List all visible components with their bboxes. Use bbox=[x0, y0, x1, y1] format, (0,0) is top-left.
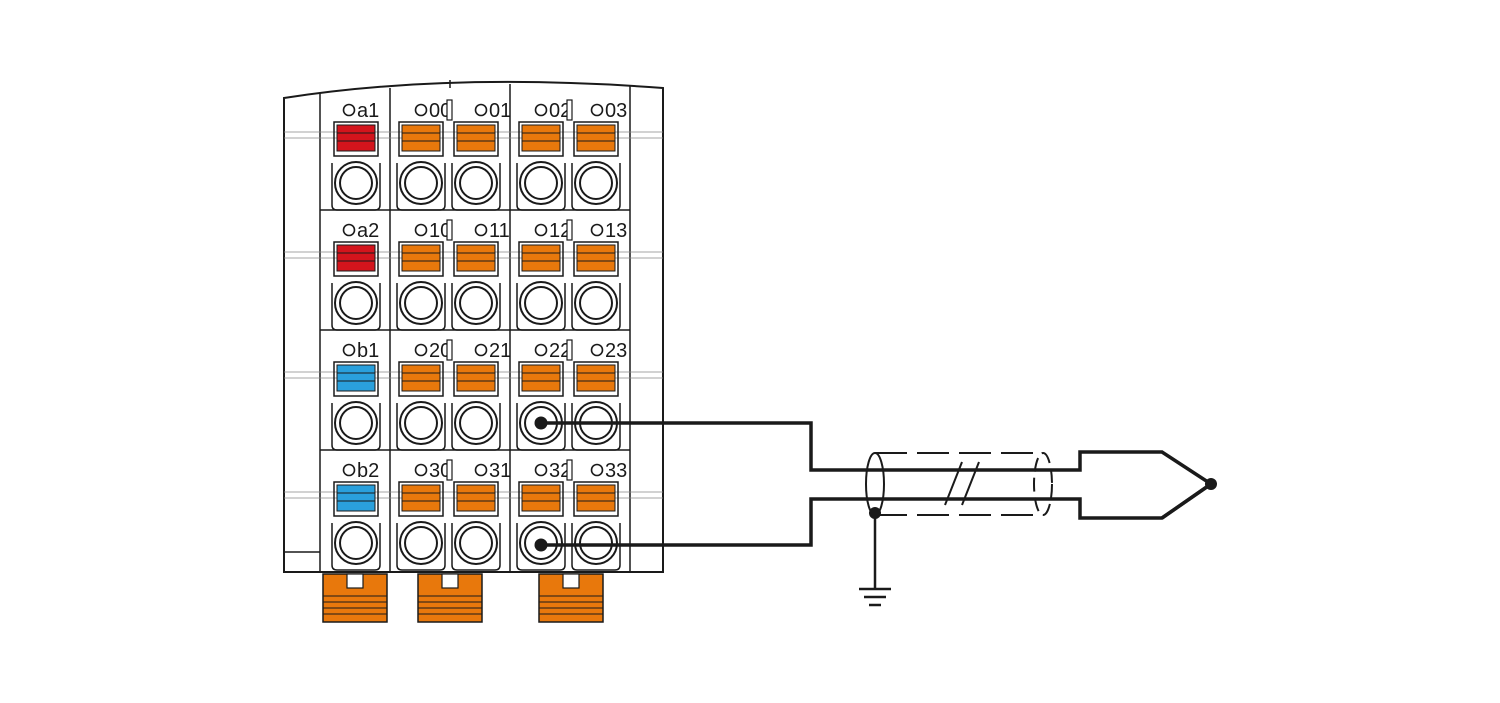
release-button-12[interactable] bbox=[521, 244, 561, 272]
svg-text:a1: a1 bbox=[357, 100, 379, 122]
svg-text:12: 12 bbox=[549, 220, 571, 242]
svg-text:10: 10 bbox=[429, 220, 451, 242]
terminal-label-12: 12 bbox=[534, 220, 571, 242]
release-button-30[interactable] bbox=[401, 484, 441, 512]
release-button-a1[interactable] bbox=[336, 124, 376, 152]
svg-text:33: 33 bbox=[605, 460, 627, 482]
terminal-label-21: 21 bbox=[474, 340, 511, 362]
svg-text:22: 22 bbox=[549, 340, 571, 362]
svg-text:13: 13 bbox=[605, 220, 627, 242]
release-button-11[interactable] bbox=[456, 244, 496, 272]
mounting-foot bbox=[538, 573, 604, 623]
mounting-foot bbox=[322, 573, 388, 623]
release-button-b1[interactable] bbox=[336, 364, 376, 392]
terminal-label-03: 03 bbox=[590, 100, 627, 122]
terminal-module-grid: a1 00 01 02 03 a2 10 11 12 13 b1 20 21 22 23 b2 30 31 32 33 bbox=[284, 99, 663, 571]
terminal-label-01: 01 bbox=[474, 100, 511, 122]
release-button-21[interactable] bbox=[456, 364, 496, 392]
terminal-label-a2: a2 bbox=[342, 220, 379, 242]
terminal-label-a1: a1 bbox=[342, 100, 379, 122]
thermocouple-junction-icon bbox=[1161, 482, 1212, 520]
wire-upper bbox=[541, 421, 1212, 486]
ground-icon bbox=[859, 587, 891, 607]
svg-text:a2: a2 bbox=[357, 220, 379, 242]
terminal-label-b2: b2 bbox=[342, 460, 379, 482]
terminal-22-connection-dot bbox=[534, 416, 548, 430]
svg-text:03: 03 bbox=[605, 100, 627, 122]
svg-text:20: 20 bbox=[429, 340, 451, 362]
terminal-block-housing bbox=[283, 80, 664, 573]
terminal-32-connection-dot bbox=[534, 538, 548, 552]
release-button-03[interactable] bbox=[576, 124, 616, 152]
release-button-10[interactable] bbox=[401, 244, 441, 272]
svg-text:21: 21 bbox=[489, 340, 511, 362]
svg-text:11: 11 bbox=[489, 220, 510, 242]
mounting-foot bbox=[417, 573, 483, 623]
terminal-label-23: 23 bbox=[590, 340, 627, 362]
release-button-a2[interactable] bbox=[336, 244, 376, 272]
release-button-23[interactable] bbox=[576, 364, 616, 392]
sensor-wiring bbox=[534, 416, 1217, 552]
release-button-13[interactable] bbox=[576, 244, 616, 272]
release-button-22[interactable] bbox=[521, 364, 561, 392]
terminal-label-20: 20 bbox=[414, 340, 451, 362]
release-button-b2[interactable] bbox=[336, 484, 376, 512]
svg-text:01: 01 bbox=[489, 100, 511, 122]
terminal-label-33: 33 bbox=[590, 460, 627, 482]
svg-text:02: 02 bbox=[549, 100, 571, 122]
terminal-label-00: 00 bbox=[414, 100, 451, 122]
svg-text:b1: b1 bbox=[357, 340, 379, 362]
release-button-32[interactable] bbox=[521, 484, 561, 512]
svg-text:00: 00 bbox=[429, 100, 451, 122]
svg-text:23: 23 bbox=[605, 340, 627, 362]
terminal-label-32: 32 bbox=[534, 460, 571, 482]
terminal-label-30: 30 bbox=[414, 460, 451, 482]
release-button-31[interactable] bbox=[456, 484, 496, 512]
junction-dot bbox=[1205, 478, 1217, 490]
release-button-01[interactable] bbox=[456, 124, 496, 152]
mounting-feet bbox=[322, 573, 604, 623]
terminal-label-31: 31 bbox=[474, 460, 511, 482]
terminal-label-22: 22 bbox=[534, 340, 571, 362]
terminal-label-02: 02 bbox=[534, 100, 571, 122]
terminal-label-13: 13 bbox=[590, 220, 627, 242]
release-button-00[interactable] bbox=[401, 124, 441, 152]
terminal-label-10: 10 bbox=[414, 220, 451, 242]
terminal-label-11: 11 bbox=[474, 220, 510, 242]
svg-text:30: 30 bbox=[429, 460, 451, 482]
svg-text:32: 32 bbox=[549, 460, 571, 482]
release-button-02[interactable] bbox=[521, 124, 561, 152]
svg-text:31: 31 bbox=[489, 460, 511, 482]
svg-text:b2: b2 bbox=[357, 460, 379, 482]
cable-shield bbox=[865, 452, 1053, 588]
release-button-33[interactable] bbox=[576, 484, 616, 512]
release-button-20[interactable] bbox=[401, 364, 441, 392]
terminal-label-b1: b1 bbox=[342, 340, 379, 362]
